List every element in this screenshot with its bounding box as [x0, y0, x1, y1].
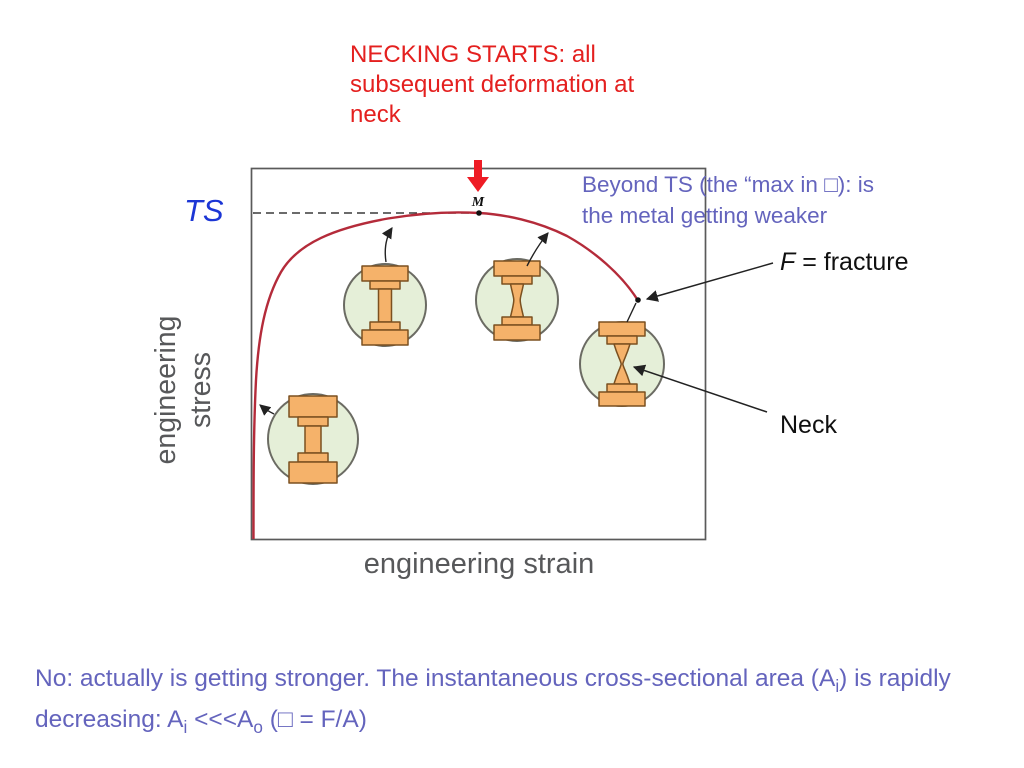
fracture-label-f: F	[780, 248, 796, 276]
fracture-point-dot	[635, 297, 641, 303]
fracture-to-specimen-line	[626, 302, 637, 323]
fracture-label-rest: = fracture	[795, 248, 909, 276]
specimen-3-pointer-arrow	[526, 232, 549, 267]
ts-label: TS	[184, 193, 224, 228]
necking-starts-heading: NECKING STARTS: all subsequent deformati…	[350, 40, 690, 130]
necking-start-arrow-icon	[467, 160, 489, 192]
y-axis-line: stress	[185, 352, 217, 429]
specimen-necking-start	[475, 258, 559, 342]
bottom-note-line1: No: actually is getting stronger. The in…	[35, 665, 951, 696]
beyond-ts-line: Beyond TS (the “max in □): is	[582, 172, 875, 197]
y-axis-label: engineering stress	[149, 280, 219, 500]
specimen-elongated	[343, 263, 427, 347]
y-axis-line: engineering	[150, 315, 182, 465]
bottom-note: No: actually is getting stronger. The in…	[35, 662, 1005, 744]
specimen-2-pointer-arrow	[381, 227, 393, 263]
bottom-note-line2: decreasing: Ai <<<Ao (□ = F/A)	[35, 705, 367, 737]
max-point-dot	[476, 210, 482, 216]
heading-line: NECKING STARTS: all	[350, 41, 596, 68]
max-point-label: M	[471, 195, 485, 210]
heading-line: subsequent deformation at	[350, 71, 635, 98]
neck-label: Neck	[780, 411, 837, 439]
x-axis-label: engineering strain	[363, 548, 595, 580]
specimen-necked	[579, 321, 665, 407]
specimen-1-pointer-arrow	[259, 404, 275, 416]
specimen-undeformed	[267, 393, 359, 485]
neck-label-arrow	[632, 364, 768, 413]
beyond-ts-line: the metal getting weaker	[582, 203, 828, 228]
heading-line: neck	[350, 101, 401, 128]
fracture-label-arrow	[645, 262, 774, 302]
stress-strain-curve	[252, 211, 639, 540]
beyond-ts-note: Beyond TS (the “max in □): is the metal …	[582, 169, 982, 231]
fracture-label: F = fracture	[780, 248, 909, 277]
